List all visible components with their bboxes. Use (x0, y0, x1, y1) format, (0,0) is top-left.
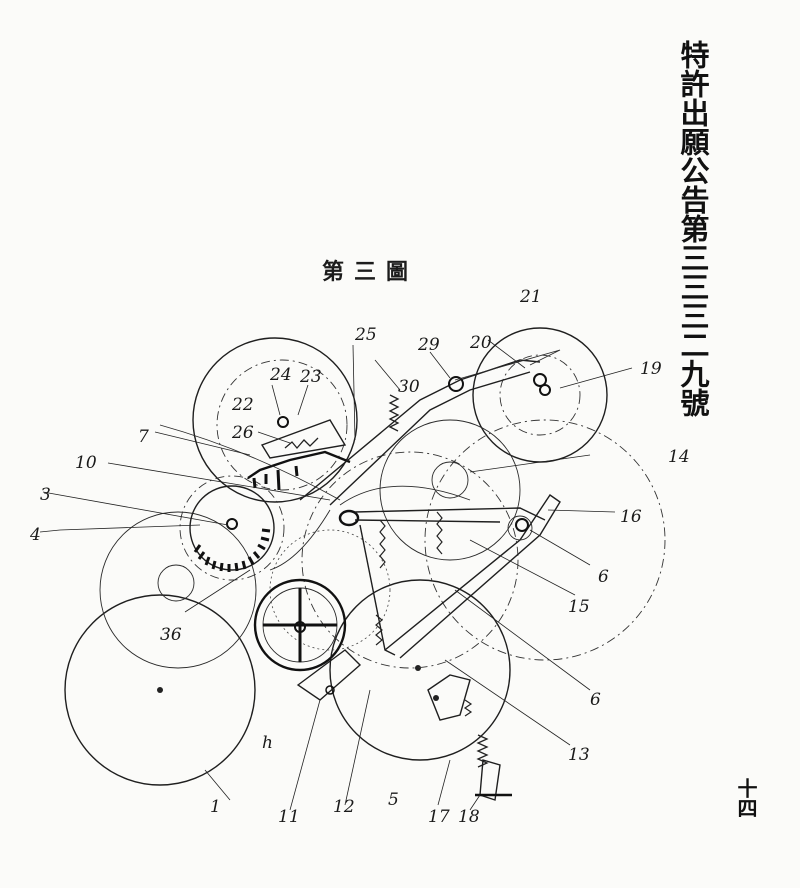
label-h: h (262, 733, 273, 753)
bracket-11 (296, 649, 362, 701)
label-10: 10 (75, 453, 97, 473)
lever-15-lower (354, 519, 501, 523)
page-number: 十四 (734, 778, 758, 818)
wheel-19-pitch (499, 354, 581, 436)
lever-9 (384, 494, 561, 659)
pivot-6-ring (507, 515, 533, 541)
label-36: 36 (160, 625, 182, 645)
wheel-14-dashed (424, 419, 666, 661)
label-18: 18 (458, 807, 480, 827)
balance-wheel-spokes (263, 588, 337, 662)
label-4: 4 (29, 525, 41, 545)
wheel-center-hub (431, 461, 469, 499)
label-30: 30 (398, 377, 420, 397)
leader-lines (39, 339, 633, 811)
wheel-19 (472, 327, 608, 463)
label-25: 25 (354, 325, 377, 345)
balance-wheel-h (253, 578, 347, 672)
label-20: 20 (469, 333, 492, 353)
label-5: 5 (388, 790, 399, 810)
label-19: 19 (640, 359, 662, 379)
label-24: 24 (269, 365, 292, 385)
wheel-5 (329, 579, 511, 761)
pivot-19 (539, 384, 551, 396)
wheel-1-center (157, 687, 163, 693)
wheel-1 (64, 594, 256, 786)
wheel-upper-left (99, 511, 257, 669)
lever-15-upper (354, 507, 546, 521)
lever-29-20-lower (329, 371, 531, 506)
gear-3 (189, 485, 275, 571)
label-6: 6 (598, 567, 609, 587)
label-21: 21 (519, 287, 542, 307)
label-1: 1 (210, 797, 221, 817)
figure-title: 第三圖 (322, 259, 419, 285)
gear-3-center (226, 518, 238, 530)
link-20 (454, 349, 561, 381)
wheel-upper (192, 337, 358, 503)
label-23: 23 (299, 367, 322, 387)
pivot-24 (277, 416, 289, 428)
bracket-17-hole (433, 695, 439, 701)
line-7 (159, 424, 341, 501)
label-9: 6 (590, 690, 601, 710)
wheel-dashed-large (301, 451, 519, 669)
link-center (339, 485, 471, 506)
wheel-dotted (269, 529, 391, 651)
label-22: 22 (231, 395, 254, 415)
wheel-upper-pitch (216, 359, 348, 491)
rack-segment (247, 450, 351, 479)
label-7: 7 (138, 427, 149, 447)
wheel-5-center (415, 665, 421, 671)
link-36 (269, 509, 331, 571)
spring-18 (476, 734, 489, 768)
reference-labels: 7 10 3 4 36 1 h 11 12 5 17 18 13 6 15 6 … (29, 287, 690, 827)
wheel-center (379, 419, 521, 561)
spring-upper-right (436, 511, 443, 555)
label-29: 29 (417, 335, 440, 355)
label-15: 15 (568, 597, 590, 617)
spring-upper-left (379, 519, 386, 569)
pivot-16 (515, 518, 529, 532)
label-11: 11 (278, 807, 300, 827)
label-13: 13 (568, 745, 590, 765)
gear-3-teeth (193, 528, 271, 572)
label-17: 17 (428, 807, 450, 827)
bracket-11-pin (325, 685, 335, 695)
rack-teeth (252, 465, 299, 491)
wheel-upper-left-hub (157, 564, 195, 602)
label-14: 14 (668, 447, 690, 467)
gear-3-pitch (179, 475, 285, 581)
patent-publication-title: 特許出願公告第三三三二九號 (676, 40, 710, 417)
bracket-17 (427, 674, 471, 721)
label-16: 16 (620, 507, 642, 527)
spring-17 (463, 699, 473, 717)
label-3: 3 (40, 485, 51, 505)
pivot-10 (338, 509, 360, 527)
plate-22-23 (260, 419, 347, 459)
plunger-18 (479, 759, 501, 801)
pivot-21 (533, 373, 547, 387)
label-26: 26 (231, 423, 254, 443)
spring-12 (375, 614, 383, 646)
ratchet-26 (284, 437, 319, 450)
pivot-29 (448, 376, 464, 392)
label-12: 12 (333, 797, 355, 817)
spring-30 (388, 394, 400, 432)
lever-29-20 (299, 359, 541, 501)
